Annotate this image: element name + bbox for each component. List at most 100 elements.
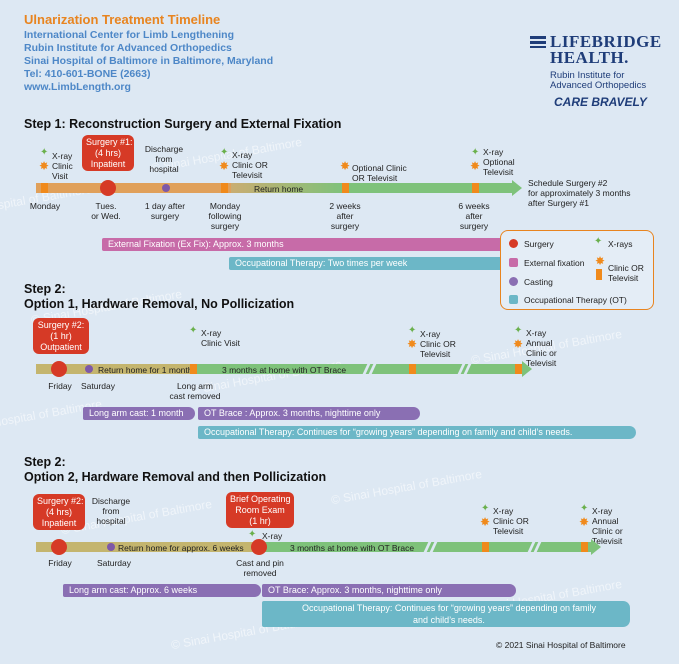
event-label: X-ray Clinic Visit (201, 328, 241, 348)
clinic-marker (581, 542, 588, 552)
step1-title: Step 1: Reconstruction Surgery and Exter… (24, 117, 342, 131)
clinic-marker (41, 183, 48, 193)
time-label: Tues. or Wed. (91, 201, 121, 221)
logo-mark-icon (530, 36, 546, 48)
schedule-note: Schedule Surgery #2 for approximately 3 … (528, 178, 631, 208)
clinic-icon: ✸ (340, 159, 351, 173)
brace-ribbon: OT Brace: Approx. 3 months, nighttime on… (262, 584, 516, 597)
clinic-marker (342, 183, 349, 193)
clinic-icon: ✸ (470, 159, 481, 173)
step2b-title: Step 2: Option 2, Hardware Removal and t… (24, 455, 326, 485)
header-line: Sinai Hospital of Baltimore in Baltimore… (24, 55, 274, 67)
legend-surgery: Surgery (524, 239, 554, 249)
clinic-marker (482, 542, 489, 552)
header-line: Rubin Institute for Advanced Orthopedics (24, 42, 232, 54)
cast-bar (36, 364, 191, 374)
bar-label: Return home (254, 184, 304, 194)
brace-bar (191, 364, 524, 374)
time-label: Saturday (80, 381, 116, 391)
cast-ribbon: Long arm cast: Approx. 6 weeks (63, 584, 261, 597)
step2a-title-line1: Step 2: (24, 282, 66, 296)
legend: Surgery ✦ X-rays External fixation ✸ Cli… (500, 230, 654, 310)
time-label: Monday (29, 201, 61, 211)
brace-ribbon: OT Brace : Approx. 3 months, nighttime o… (198, 407, 420, 420)
clinic-legend-square (596, 269, 602, 280)
xray-icon: ✦ (514, 325, 523, 336)
clinic-legend-icon: ✸ (595, 254, 606, 268)
legend-casting: Casting (524, 277, 553, 287)
step2b-title-line2: Option 2, Hardware Removal and then Poll… (24, 470, 327, 484)
casting-marker (162, 184, 170, 192)
bar-label: 3 months at home with OT Brace (290, 543, 415, 553)
header-line: International Center for Limb Lengthenin… (24, 29, 234, 41)
logo-tagline: CARE BRAVELY (554, 95, 647, 109)
step2a-title-line2: Option 1, Hardware Removal, No Polliciza… (24, 297, 295, 311)
surgery-legend-icon (509, 239, 518, 248)
casting-marker (107, 543, 115, 551)
clinic-icon: ✸ (579, 515, 590, 529)
surgery-marker (251, 539, 267, 555)
legend-clinic: Clinic OR Televisit (608, 263, 644, 283)
ot-ribbon: Occupational Therapy: Two times per week (229, 257, 510, 270)
xray-icon: ✦ (220, 147, 229, 158)
event-label: X-ray Annual Clinic or Televisit (592, 506, 623, 546)
event-label: X-ray Annual Clinic or Televisit (526, 328, 557, 368)
event-label: X-ray Clinic OR Televisit (493, 506, 529, 536)
clinic-marker (221, 183, 228, 193)
exam-box: Brief Operating Room Exam (1 hr) (226, 492, 294, 528)
ot-legend-icon (509, 295, 518, 304)
surgery-marker (51, 361, 67, 377)
time-label: Saturday (96, 558, 132, 568)
time-label: Long arm cast removed (169, 381, 221, 401)
bar-label: 3 months at home with OT Brace (222, 365, 347, 375)
xray-icon: ✦ (40, 147, 49, 158)
clinic-marker (409, 364, 416, 374)
surgery1-box: Surgery #1: (4 hrs) Inpatient (82, 135, 134, 171)
event-label: X-ray Clinic OR Televisit (420, 329, 456, 359)
xray-icon: ✦ (248, 529, 257, 540)
exfix-ribbon: External Fixation (Ex Fix): Approx. 3 mo… (102, 238, 510, 251)
bar-label: Return home for approx. 6 weeks (118, 543, 244, 553)
casting-marker (85, 365, 93, 373)
header-line: Tel: 410-601-BONE (2663) (24, 68, 151, 80)
ot-ribbon: Occupational Therapy: Continues for “gro… (262, 601, 630, 627)
legend-ot: Occupational Therapy (OT) (524, 295, 627, 305)
logo-subtitle: Rubin Institute for (550, 70, 625, 81)
clinic-icon: ✸ (407, 337, 418, 351)
xray-icon: ✦ (408, 325, 417, 336)
event-label: X-ray (262, 531, 283, 541)
time-label: Friday (48, 558, 72, 568)
surgery2-box: Surgery #2: (1 hr) Outpatient (33, 318, 89, 354)
time-label: 2 weeks after surgery (329, 201, 361, 231)
bar-label: Return home for 1 month (98, 365, 193, 375)
step2a-title: Step 2: Option 1, Hardware Removal, No P… (24, 282, 294, 312)
cast-bar (36, 542, 261, 552)
clinic-icon: ✸ (219, 159, 230, 173)
surgery-marker (100, 180, 116, 196)
time-label: Friday (48, 381, 72, 391)
casting-legend-icon (509, 277, 518, 286)
logo-brand-2: HEALTH. (550, 48, 629, 67)
clinic-marker (190, 364, 197, 374)
clinic-marker (472, 183, 479, 193)
event-label: Optional Clinic OR Televisit (352, 163, 407, 183)
time-label: Monday following surgery (208, 201, 242, 231)
event-label: X-ray Clinic Visit (52, 151, 73, 181)
clinic-marker (515, 364, 522, 374)
surgery-marker (51, 539, 67, 555)
legend-exfix: External fixation (524, 258, 585, 268)
surgery2-box: Surgery #2: (4 hrs) Inpatient (33, 494, 85, 530)
bar-arrow (522, 361, 532, 377)
exfix-bar (36, 183, 231, 193)
bar-arrow (591, 539, 601, 555)
clinic-icon: ✸ (39, 159, 50, 173)
time-label: Cast and pin removed (236, 558, 284, 578)
event-label: Discharge from hospital (91, 496, 131, 526)
clinic-icon: ✸ (480, 515, 491, 529)
copyright: © 2021 Sinai Hospital of Baltimore (496, 640, 626, 650)
legend-xrays: X-rays (608, 239, 633, 249)
xray-icon: ✦ (189, 325, 198, 336)
time-label: 1 day after surgery (144, 201, 186, 221)
event-label: X-ray Clinic OR Televisit (232, 150, 268, 180)
clinic-icon: ✸ (513, 337, 524, 351)
